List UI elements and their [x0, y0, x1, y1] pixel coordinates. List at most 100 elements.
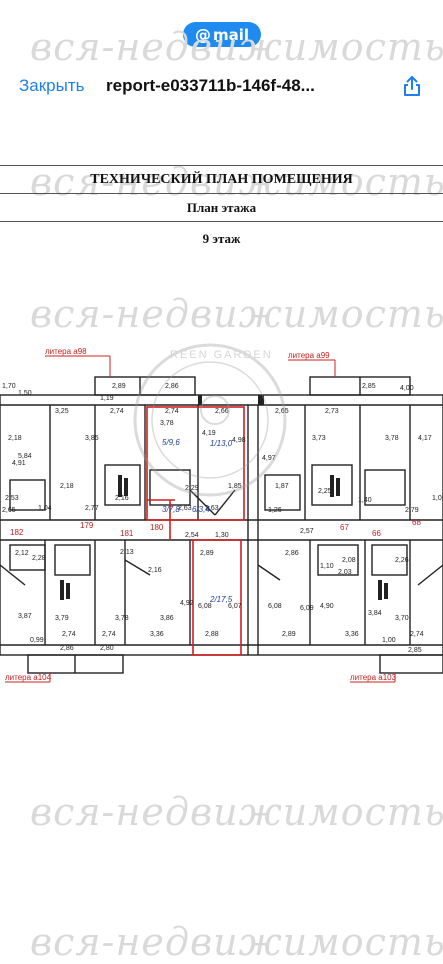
dimension-label: 2,74: [110, 408, 124, 415]
viewer-header: Закрыть report-e033711b-146f-48...: [0, 66, 443, 106]
close-button[interactable]: Закрыть: [19, 76, 85, 95]
dimension-label: 3,36: [345, 631, 359, 638]
dimension-label: 3,78: [160, 420, 174, 427]
plan-subheading: План этажа: [186, 200, 257, 215]
dimension-label: 4,98: [232, 437, 246, 444]
dimension-label: 3,85: [85, 435, 99, 442]
dimension-label: 6,09: [300, 605, 314, 612]
dimension-label: 3,78: [385, 435, 399, 442]
dimension-label: 2,74: [165, 408, 179, 415]
table-line: [0, 165, 443, 166]
dimension-label: 2,89: [112, 383, 126, 390]
dimension-label: 3,70: [395, 615, 409, 622]
dimension-label: 0,99: [30, 637, 44, 644]
room-number: 179: [80, 521, 94, 530]
dimension-label: 2,54: [185, 532, 199, 539]
dimension-label: 2,80: [100, 645, 114, 652]
dimension-label: 6,08: [198, 603, 212, 610]
dimension-label: 2,65: [275, 408, 289, 415]
dimension-label: 1,40: [358, 497, 372, 504]
dimension-label: 2,53: [5, 495, 19, 502]
dimension-label: 3,79: [55, 615, 69, 622]
dimension-label: 1,85: [228, 483, 242, 490]
dimension-label: 2,29: [185, 485, 199, 492]
seal-text: REEN GARDEN: [170, 349, 273, 361]
dimension-label: 2,12: [15, 550, 29, 557]
room-number: 66: [372, 529, 381, 538]
dimension-label: 2,66: [215, 408, 229, 415]
watermark-text: вся-недвижимость.net: [30, 160, 443, 204]
document-title: report-e033711b-146f-48...: [106, 76, 315, 95]
dimension-label: 3,84: [368, 610, 382, 617]
dimension-label: 2,79: [405, 507, 419, 514]
watermark-text: вся-недвижимость.net: [30, 25, 443, 69]
dimension-label: 2,86: [60, 645, 74, 652]
dimension-label: 6,07: [228, 603, 242, 610]
floor-plan: литера а98 литера а99 литера а104 литера…: [0, 343, 443, 683]
dimension-label: 6,08: [268, 603, 282, 610]
dimension-label: 2,88: [205, 631, 219, 638]
dimension-label: 1,00: [382, 637, 396, 644]
room-number: 182: [10, 528, 24, 537]
dimension-label: 2,28: [32, 555, 46, 562]
dimension-label: 2,85: [362, 383, 376, 390]
table-line: [0, 193, 443, 194]
mail-source-badge[interactable]: @ mail: [183, 22, 261, 47]
dimension-label: 2,89: [282, 631, 296, 638]
at-sign-icon: @: [194, 25, 211, 44]
dimension-label: 4,91: [12, 460, 26, 467]
share-icon[interactable]: [400, 74, 424, 98]
room-number: 67: [340, 523, 349, 532]
dimension-label: 4,19: [202, 430, 216, 437]
room-number: 68: [412, 518, 421, 527]
dimension-label: 2,89: [200, 550, 214, 557]
dimension-label: 2,57: [300, 528, 314, 535]
dimension-label: 2,26: [395, 557, 409, 564]
dimension-label: 2,85: [408, 647, 422, 654]
dimension-label: 2,16: [115, 495, 129, 502]
dimension-label: 4,92: [180, 600, 194, 607]
dimension-label: 1,70: [2, 383, 16, 390]
dimension-label: 2,18: [60, 483, 74, 490]
dimension-label: 1,19: [100, 395, 114, 402]
dimension-label: 1,04: [38, 505, 52, 512]
room-number: 180: [150, 523, 164, 532]
dimension-label: 1,05: [432, 495, 443, 502]
floor-label: 9 этаж: [202, 231, 241, 246]
dimension-label: 4,17: [418, 435, 432, 442]
room-label: 1/13,0: [210, 439, 233, 448]
dimension-label: 2,63: [205, 505, 219, 512]
dimension-label: 1,50: [18, 390, 32, 397]
dimension-label: 2,63: [178, 505, 192, 512]
seal-watermark: REEN GARDEN: [133, 343, 287, 497]
dimension-label: 2,16: [148, 567, 162, 574]
watermark-text: вся-недвижимость.net: [30, 790, 443, 834]
room-number: 181: [120, 529, 134, 538]
dimension-label: 2,77: [85, 505, 99, 512]
dimension-label: 2,74: [102, 631, 116, 638]
watermark-text: вся-недвижимость.net: [30, 920, 443, 964]
dimension-label: 4,90: [320, 603, 334, 610]
liter-label: литера а104: [5, 673, 52, 682]
dimension-label: 5,84: [18, 453, 32, 460]
liter-label: литера а99: [288, 351, 330, 360]
dimension-label: 2,74: [62, 631, 76, 638]
table-line: [0, 221, 443, 222]
dimension-label: 3,78: [115, 615, 129, 622]
dimension-label: 3,36: [150, 631, 164, 638]
room-label: 5/9,6: [162, 438, 180, 447]
dimension-label: 4,97: [262, 455, 276, 462]
dimension-label: 2,86: [165, 383, 179, 390]
highlighted-apartment: [146, 406, 245, 656]
liter-label: литера а103: [350, 673, 397, 682]
dimension-label: 2,74: [410, 631, 424, 638]
dimension-label: 2,08: [342, 557, 356, 564]
dimension-label: 2,13: [120, 549, 134, 556]
dimension-label: 3,73: [312, 435, 326, 442]
dimension-label: 4,00: [400, 385, 414, 392]
mail-source-label: mail: [212, 25, 250, 44]
dimension-label: 2,65: [2, 507, 16, 514]
plan-heading: ТЕХНИЧЕСКИЙ ПЛАН ПОМЕЩЕНИЯ: [90, 172, 353, 187]
dimension-label: 1,26: [268, 507, 282, 514]
room-label: 2/17,5: [209, 595, 233, 604]
